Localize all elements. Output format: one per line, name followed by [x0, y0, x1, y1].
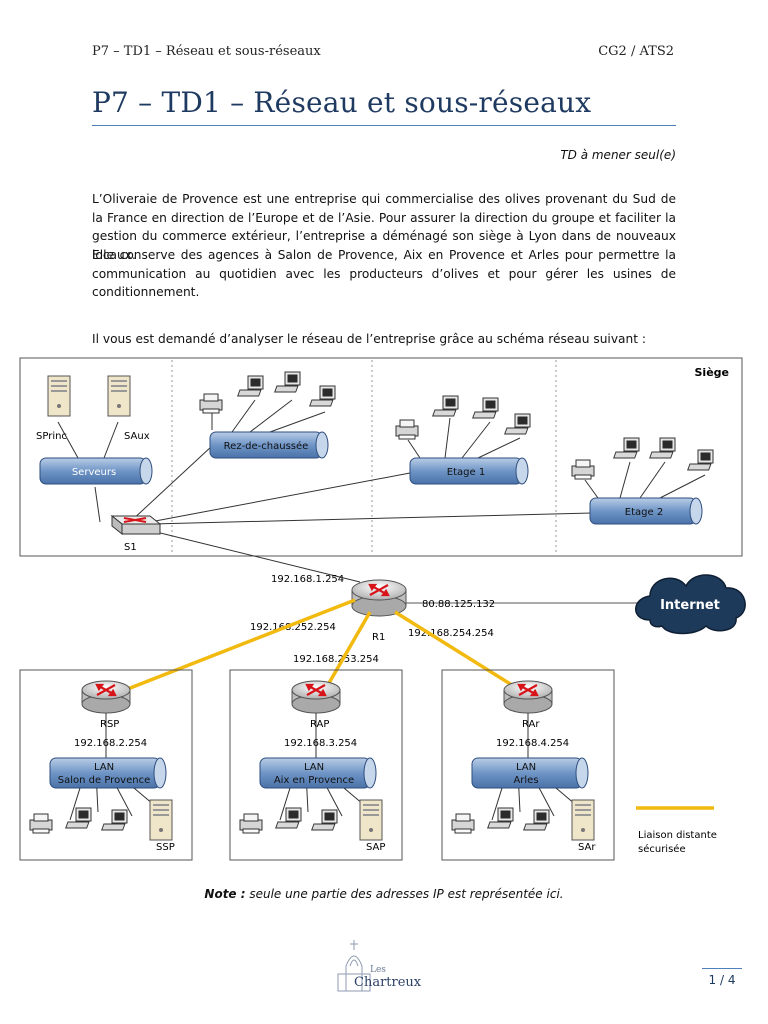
legend-text: sécurisée [638, 843, 686, 855]
siege-label: Siège [695, 366, 730, 379]
router-label: R1 [372, 632, 385, 643]
server-icon [571, 799, 595, 841]
paragraph-intro: L’Oliveraie de Provence est une entrepri… [92, 192, 676, 262]
ip-label: 192.168.1.254 [271, 574, 344, 585]
lan-label: Aix en Provence [274, 775, 354, 786]
router-label: RAP [310, 719, 329, 730]
legend-text: Liaison distante [638, 830, 717, 841]
lan-label: Etage 1 [447, 467, 485, 478]
instruction-note: TD à mener seul(e) [560, 148, 676, 162]
lan-etage-1: Etage 1 [409, 457, 529, 485]
server-label: SSP [156, 842, 175, 853]
server-icon [359, 799, 383, 841]
server-label: SAP [366, 842, 385, 853]
switch-icon [110, 514, 162, 536]
note-text: seule une partie des adresses IP est rep… [245, 887, 564, 901]
lan-label: LAN [94, 762, 114, 773]
printer-icon [451, 813, 475, 834]
server-icon [107, 375, 131, 417]
logo-text-top: Les [370, 965, 386, 975]
computer-icon [523, 809, 550, 831]
note-prefix: Note : [204, 887, 246, 901]
lan-label: LAN [516, 762, 536, 773]
ip-label: 192.168.4.254 [496, 738, 569, 749]
router-icon [503, 680, 553, 714]
page-number: 1 / 4 [702, 968, 742, 987]
computer-icon [101, 809, 128, 831]
printer-icon [29, 813, 53, 834]
paragraph-agencies: Elle conserve des agences à Salon de Pro… [92, 248, 676, 300]
switch-label: S1 [124, 542, 137, 553]
lan-label: LAN [304, 762, 324, 773]
ip-label: 192.168.252.254 [250, 622, 336, 633]
network-diagram: Siège SPrinc SAux Serveurs Rez-de-chauss [19, 357, 746, 861]
computer-icon [65, 807, 92, 829]
lan-rez-de-chaussee: Rez-de-chaussée [209, 431, 329, 459]
internet-cloud-icon [635, 574, 746, 635]
running-header-class: CG2 / ATS2 [598, 44, 674, 59]
ip-label: 80.88.125.132 [422, 599, 495, 610]
lan-label: Rez-de-chaussée [224, 440, 309, 452]
server-icon [149, 799, 173, 841]
agency-frame-salon [19, 669, 193, 861]
lan-serveurs: Serveurs [39, 457, 153, 485]
server-label: SAr [578, 842, 596, 853]
lan-etage-2: Etage 2 [589, 497, 703, 525]
router-label: RSP [100, 719, 119, 730]
secure-links [124, 598, 521, 692]
router-r1 [351, 579, 407, 617]
printer-icon [239, 813, 263, 834]
paragraph-task: Il vous est demandé d’analyser le réseau… [92, 332, 646, 346]
lan-label: Arles [513, 775, 538, 786]
server-label-sprinc: SPrinc [36, 431, 67, 442]
agency-frame-arles [441, 669, 615, 861]
computer-icon [487, 807, 514, 829]
ip-label: 192.168.3.254 [284, 738, 357, 749]
lan-label: Etage 2 [625, 507, 663, 518]
logo-text-main: Chartreux [354, 975, 422, 990]
computer-icon [311, 809, 338, 831]
lan-label: Serveurs [72, 467, 116, 478]
page-title: P7 – TD1 – Réseau et sous-réseaux [92, 86, 676, 126]
internet-label: Internet [660, 598, 720, 613]
server-icon [47, 375, 71, 417]
lan-label: Salon de Provence [58, 775, 151, 786]
diagram-note: Note : seule une partie des adresses IP … [0, 887, 768, 901]
agency-frame-aix [229, 669, 403, 861]
running-header-title: P7 – TD1 – Réseau et sous-réseaux [92, 44, 321, 59]
server-label-saux: SAux [124, 431, 150, 442]
router-icon [81, 680, 131, 714]
computer-icon [275, 807, 302, 829]
ip-label: 192.168.2.254 [74, 738, 147, 749]
school-logo: Les Chartreux [337, 940, 422, 992]
router-label: RAr [522, 719, 540, 730]
ip-label: 192.168.254.254 [408, 628, 494, 639]
ip-label: 192.168.253.254 [293, 654, 379, 665]
router-icon [291, 680, 341, 714]
